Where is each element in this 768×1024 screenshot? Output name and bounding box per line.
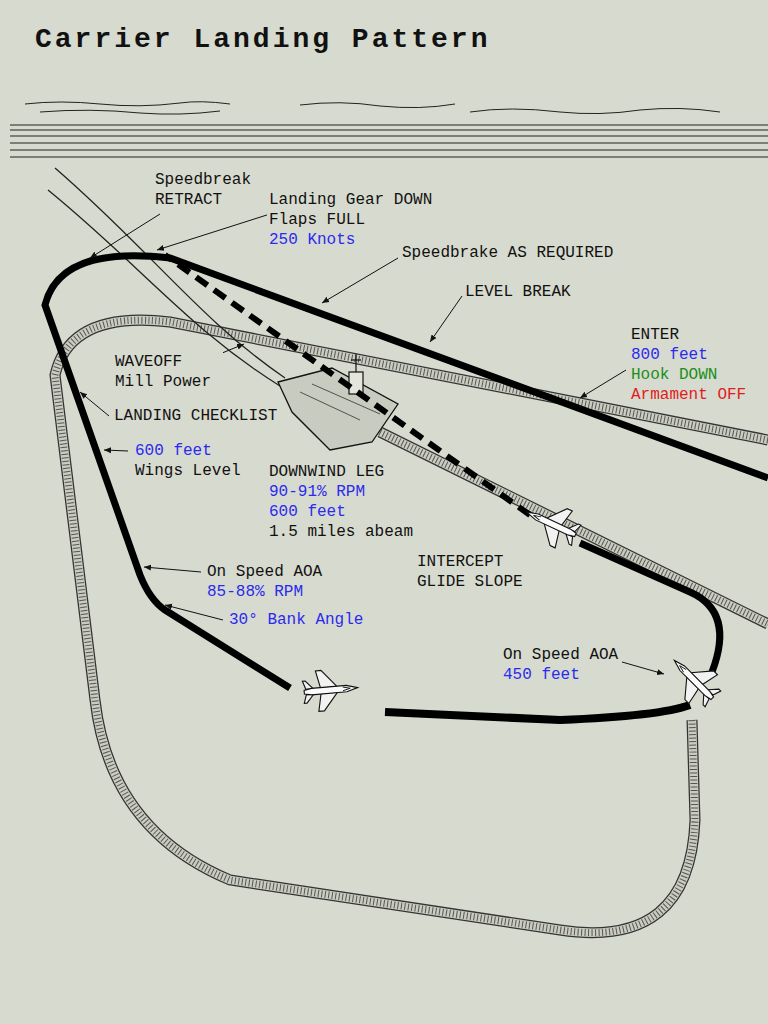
callout-text: Speedbreak RETRACT xyxy=(153,170,263,210)
pattern-callout: 90-91% RPM 600 feet xyxy=(267,482,377,522)
pattern-callout: On Speed AOA xyxy=(205,562,324,582)
callout-text: Speedbrake AS REQUIRED xyxy=(400,243,615,263)
pattern-callout: 450 feet xyxy=(501,665,582,685)
callout-text: Hook DOWN xyxy=(629,365,719,385)
callout-text: 800 feet xyxy=(629,345,710,365)
pattern-callout: DOWNWIND LEG xyxy=(267,462,386,482)
pattern-callout: WAVEOFF Mill Power xyxy=(113,352,223,392)
pattern-callout: Speedbrake AS REQUIRED xyxy=(400,243,615,263)
carrier xyxy=(278,354,398,450)
callout-text: 90-91% RPM 600 feet xyxy=(267,482,377,522)
diagram-title: Carrier Landing Pattern xyxy=(35,24,490,56)
pattern-callout: Armament OFF xyxy=(629,385,748,405)
pattern-callout: LANDING CHECKLIST xyxy=(112,406,279,426)
flight-path xyxy=(45,255,768,720)
callout-text: 85-88% RPM xyxy=(205,582,305,602)
callout-text: On Speed AOA xyxy=(205,562,324,582)
callout-text: LANDING CHECKLIST xyxy=(112,406,279,426)
pattern-callout: 800 feet xyxy=(629,345,710,365)
callout-text: Wings Level xyxy=(133,461,243,481)
pattern-callout: On Speed AOA xyxy=(501,645,620,665)
pattern-callout: 85-88% RPM xyxy=(205,582,305,602)
pattern-callout: 600 feet xyxy=(133,441,214,461)
horizon xyxy=(10,102,768,157)
pattern-callout: INTERCEPT GLIDE SLOPE xyxy=(415,552,534,592)
callout-text: DOWNWIND LEG xyxy=(267,462,386,482)
pattern-callout: 250 Knots xyxy=(267,230,357,250)
callout-text: Armament OFF xyxy=(629,385,748,405)
callout-text: 30° Bank Angle xyxy=(227,610,365,630)
callout-text: 600 feet xyxy=(133,441,214,461)
dotted-track xyxy=(55,320,768,933)
callout-text: ENTER xyxy=(629,325,681,345)
pattern-callout: Wings Level xyxy=(133,461,243,481)
callout-text: On Speed AOA xyxy=(501,645,620,665)
pattern-callout: 30° Bank Angle xyxy=(227,610,365,630)
pattern-callout: ENTER xyxy=(629,325,681,345)
pattern-callout: LEVEL BREAK xyxy=(463,282,573,302)
pattern-callout: Hook DOWN xyxy=(629,365,719,385)
pattern-callout: 1.5 miles abeam xyxy=(267,522,415,542)
title-wrap: Carrier Landing Pattern xyxy=(35,24,490,56)
pattern-callout: Landing Gear DOWN Flaps FULL xyxy=(267,190,444,230)
callout-text: 450 feet xyxy=(501,665,582,685)
callout-text: Landing Gear DOWN Flaps FULL xyxy=(267,190,444,230)
callout-text: 250 Knots xyxy=(267,230,357,250)
leader-lines xyxy=(80,214,664,674)
callout-text: 1.5 miles abeam xyxy=(267,522,415,542)
pattern-callout: Speedbreak RETRACT xyxy=(153,170,263,210)
callout-text: LEVEL BREAK xyxy=(463,282,573,302)
callout-text: WAVEOFF Mill Power xyxy=(113,352,223,392)
callout-text: INTERCEPT GLIDE SLOPE xyxy=(415,552,534,592)
